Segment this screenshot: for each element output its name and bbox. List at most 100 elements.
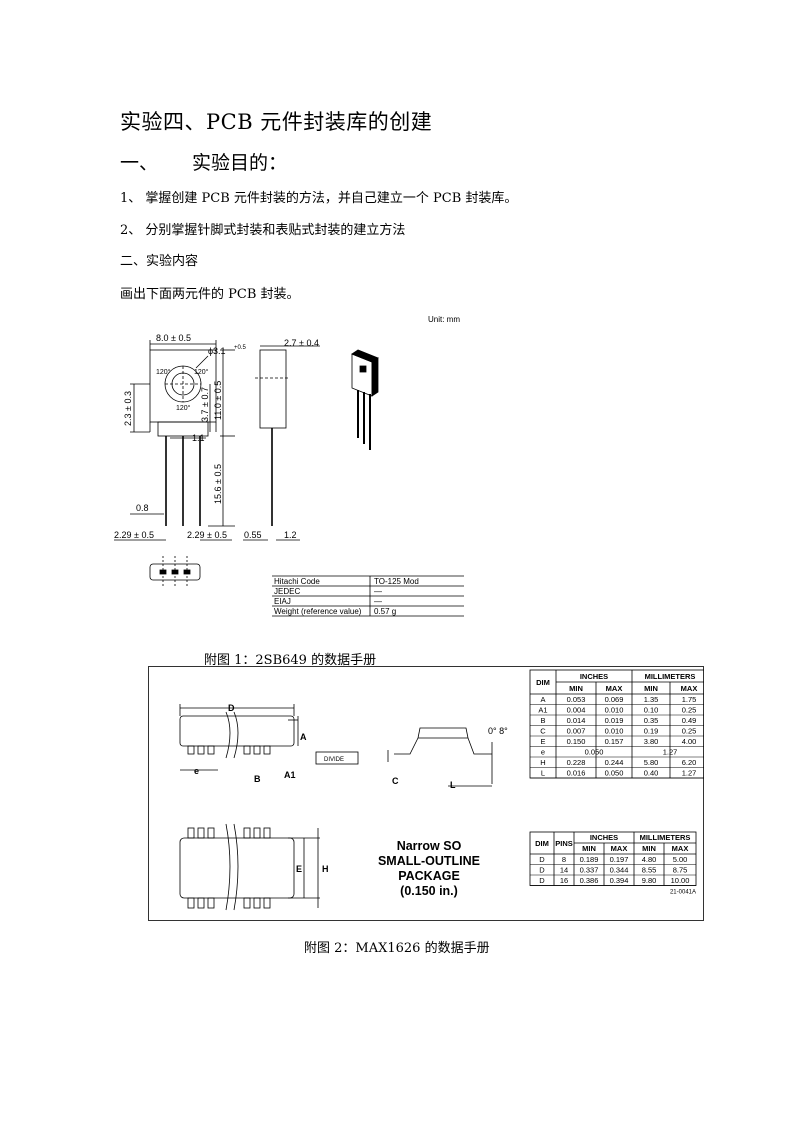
figure-max1626-drawing: D A e B A1 DIVIDE C L 0° 8° E H Narrow S… xyxy=(148,666,704,921)
dim-table-cell: A1 xyxy=(538,706,547,715)
pins-table-cell: 0.197 xyxy=(610,855,629,864)
dim-table-cell: 0.150 xyxy=(567,737,586,746)
unit-label: Unit: mm xyxy=(428,315,460,324)
dim-table-cell: 0.244 xyxy=(605,758,624,767)
info-table-value-2: — xyxy=(374,597,382,606)
figure-2-caption: 附图 2：MAX1626 的数据手册 xyxy=(304,941,490,956)
angle-label-3: 120° xyxy=(176,404,191,412)
section-number: 一、 xyxy=(120,152,159,174)
section-heading-objectives: 一、实验目的： xyxy=(120,148,287,175)
pins-table-cell: 0.344 xyxy=(610,866,629,875)
pins-table-header-5: MAX xyxy=(672,844,689,853)
label-D: D xyxy=(228,703,235,713)
dim-table-header-1: MIN xyxy=(569,684,583,693)
pins-table-cell: D xyxy=(539,855,545,864)
pins-table-cell: 4.80 xyxy=(642,855,657,864)
dim-table-group-header-0: INCHES xyxy=(580,672,608,681)
dim-table-cell: 0.228 xyxy=(567,758,586,767)
pins-table-header-dim: DIM xyxy=(535,839,549,848)
label-H: H xyxy=(322,864,329,874)
dim-pitch-2: 2.29 ± 0.5 xyxy=(187,530,227,540)
info-table-label-0: Hitachi Code xyxy=(274,577,320,586)
dim-table-cell: E xyxy=(540,737,545,746)
pins-table-header-2: MIN xyxy=(582,844,596,853)
dim-table-group-header-1: MILLIMETERS xyxy=(645,672,696,681)
pins-table-cell: 0.386 xyxy=(580,876,599,885)
dim-table-cell: 6.20 xyxy=(682,758,697,767)
package-3d-sketch xyxy=(351,349,379,450)
dim-table-cell: 3.80 xyxy=(644,737,659,746)
package-title-line-3: PACKAGE xyxy=(398,869,460,883)
dim-table-cell: 1.75 xyxy=(682,695,697,704)
side-view-body xyxy=(259,349,287,429)
dim-table-header-3: MIN xyxy=(644,684,658,693)
dim-hole: ϕ3.1 xyxy=(208,346,226,356)
dim-table-cell: 0.157 xyxy=(605,737,624,746)
so-bottom-view-body xyxy=(179,837,295,899)
pins-table-header-3: MAX xyxy=(611,844,628,853)
dim-hole-tol: +0.5 xyxy=(234,345,247,351)
package-title-line-2: SMALL-OUTLINE xyxy=(378,854,480,868)
dim-table-cell: C xyxy=(540,727,546,736)
dim-table-cell: 0.40 xyxy=(644,769,659,778)
dim-table-header-2: MAX xyxy=(606,684,623,693)
info-table-label-2: EIAJ xyxy=(274,597,291,606)
dim-table-cell: 1.27 xyxy=(682,769,697,778)
dim-1-2: 1.2 xyxy=(284,530,297,540)
package-title: Narrow SO SMALL-OUTLINE PACKAGE (0.150 i… xyxy=(378,839,480,898)
dim-table-cell: 0.35 xyxy=(644,716,659,725)
dim-table-cell: 0.050 xyxy=(585,748,604,757)
label-e: e xyxy=(194,766,199,776)
pins-table-cell: 8.75 xyxy=(673,866,688,875)
dim-table-cell: 4.00 xyxy=(682,737,697,746)
info-table-label-1: JEDEC xyxy=(274,587,300,596)
dim-table-cell: 0.019 xyxy=(605,716,624,725)
objective-item-1: 1、 掌握创建 PCB 元件封装的方法，并自己建立一个 PCB 封装库。 xyxy=(120,191,518,206)
label-A: A xyxy=(300,732,307,742)
label-B: B xyxy=(254,774,261,784)
dim-table-cell: 0.007 xyxy=(567,727,586,736)
dim-table-cell: 0.069 xyxy=(605,695,624,704)
dim-table-header-4: MAX xyxy=(681,684,698,693)
label-L: L xyxy=(450,780,456,790)
dim-table-cell: 0.004 xyxy=(567,706,586,715)
objective-item-2: 2、 分别掌握针脚式封装和表贴式封装的建立方法 xyxy=(120,223,406,238)
info-table-label-3: Weight (reference value) xyxy=(274,607,362,616)
pins-table-cell: 9.80 xyxy=(642,876,657,885)
label-C: C xyxy=(392,776,399,786)
pins-table-cell: 0.189 xyxy=(580,855,599,864)
info-table-value-1: — xyxy=(374,587,382,596)
pins-table-cell: 10.00 xyxy=(671,876,690,885)
pins-table-cell: 14 xyxy=(560,866,568,875)
figure-2-frame xyxy=(148,666,704,921)
section-heading-content: 二、实验内容 xyxy=(120,254,199,269)
dim-table-cell: 0.25 xyxy=(682,727,697,736)
dim-table-cell: H xyxy=(540,758,545,767)
instruction-text: 画出下面两元件的 PCB 封装。 xyxy=(120,287,300,302)
pins-table-header-4: MIN xyxy=(642,844,656,853)
drawing-number: 21-0041A xyxy=(670,890,696,896)
dim-15-6: 15.6 ± 0.5 xyxy=(213,464,223,504)
dim-2-3: 2.3 ± 0.3 xyxy=(123,391,133,426)
pins-table-header-pins: PINS xyxy=(555,839,573,848)
dim-table-cell: e xyxy=(541,748,545,757)
figure-1-caption: 附图 1：2SB649 的数据手册 xyxy=(204,653,377,668)
dim-table-cell: 0.49 xyxy=(682,716,697,725)
package-title-line-1: Narrow SO xyxy=(397,839,462,853)
dim-table-cell: 0.016 xyxy=(567,769,586,778)
pins-table-cell: 5.00 xyxy=(673,855,688,864)
dim-table-cell: 0.053 xyxy=(567,695,586,704)
pins-table-cell: 16 xyxy=(560,876,568,885)
label-A1: A1 xyxy=(284,770,296,780)
angle-label-1: 120° xyxy=(156,368,171,376)
dim-0-8: 0.8 xyxy=(136,503,149,513)
pins-table-cell: 0.337 xyxy=(580,866,599,875)
dim-table-cell: 0.010 xyxy=(605,727,624,736)
dim-pitch-1: 2.29 ± 0.5 xyxy=(114,530,154,540)
so-side-view xyxy=(394,727,492,755)
dim-table-cell: A xyxy=(540,695,545,704)
info-table-value-0: TO-125 Mod xyxy=(374,577,419,586)
